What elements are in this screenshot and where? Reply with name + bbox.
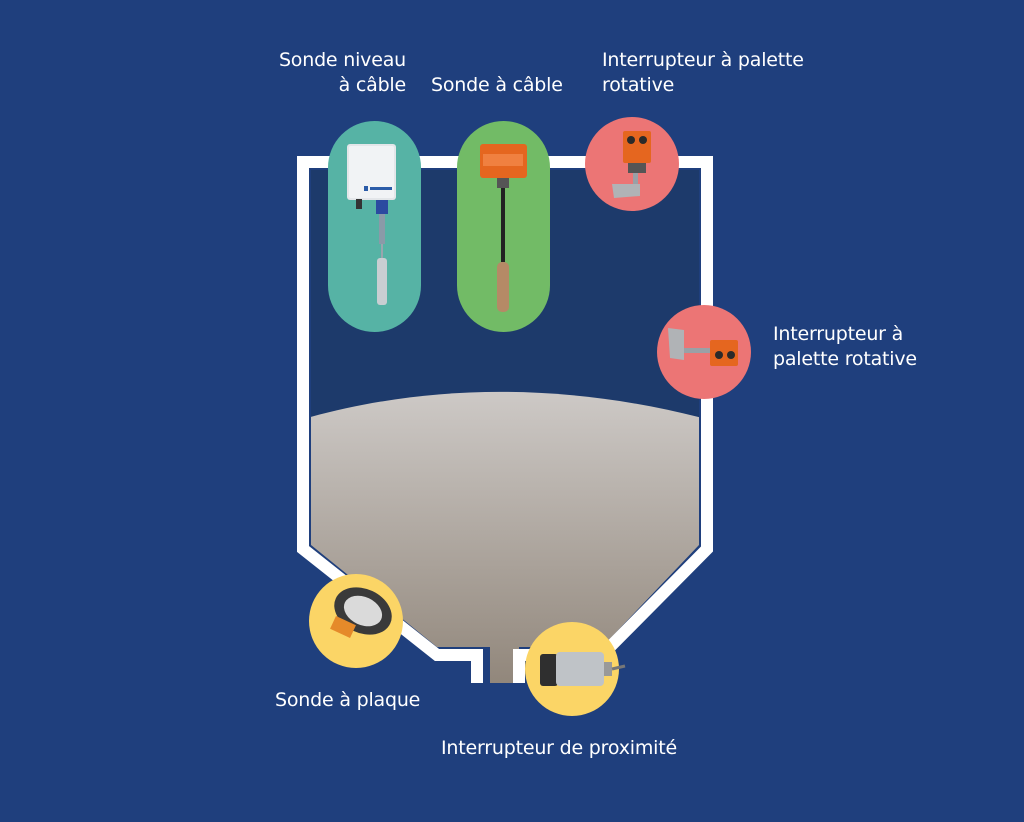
cable-level-probe-device [328, 121, 421, 332]
label-rotary-paddle-top: Interrupteur à palette rotative [602, 49, 804, 96]
label-plate-probe: Sonde à plaque [275, 689, 421, 711]
label-proximity-switch: Interrupteur de proximité [441, 737, 677, 759]
plate-probe-device [309, 574, 403, 668]
rotary-paddle-switch-side-device [657, 305, 751, 399]
cable-probe-device [457, 121, 550, 332]
label-cable-probe: Sonde à câble [431, 74, 563, 96]
label-rotary-paddle-side: Interrupteur à palette rotative [773, 323, 917, 370]
rotary-paddle-switch-top-device [585, 117, 679, 211]
label-cable-level-probe: Sonde niveau à câble [278, 49, 406, 96]
proximity-switch-device [525, 622, 626, 716]
